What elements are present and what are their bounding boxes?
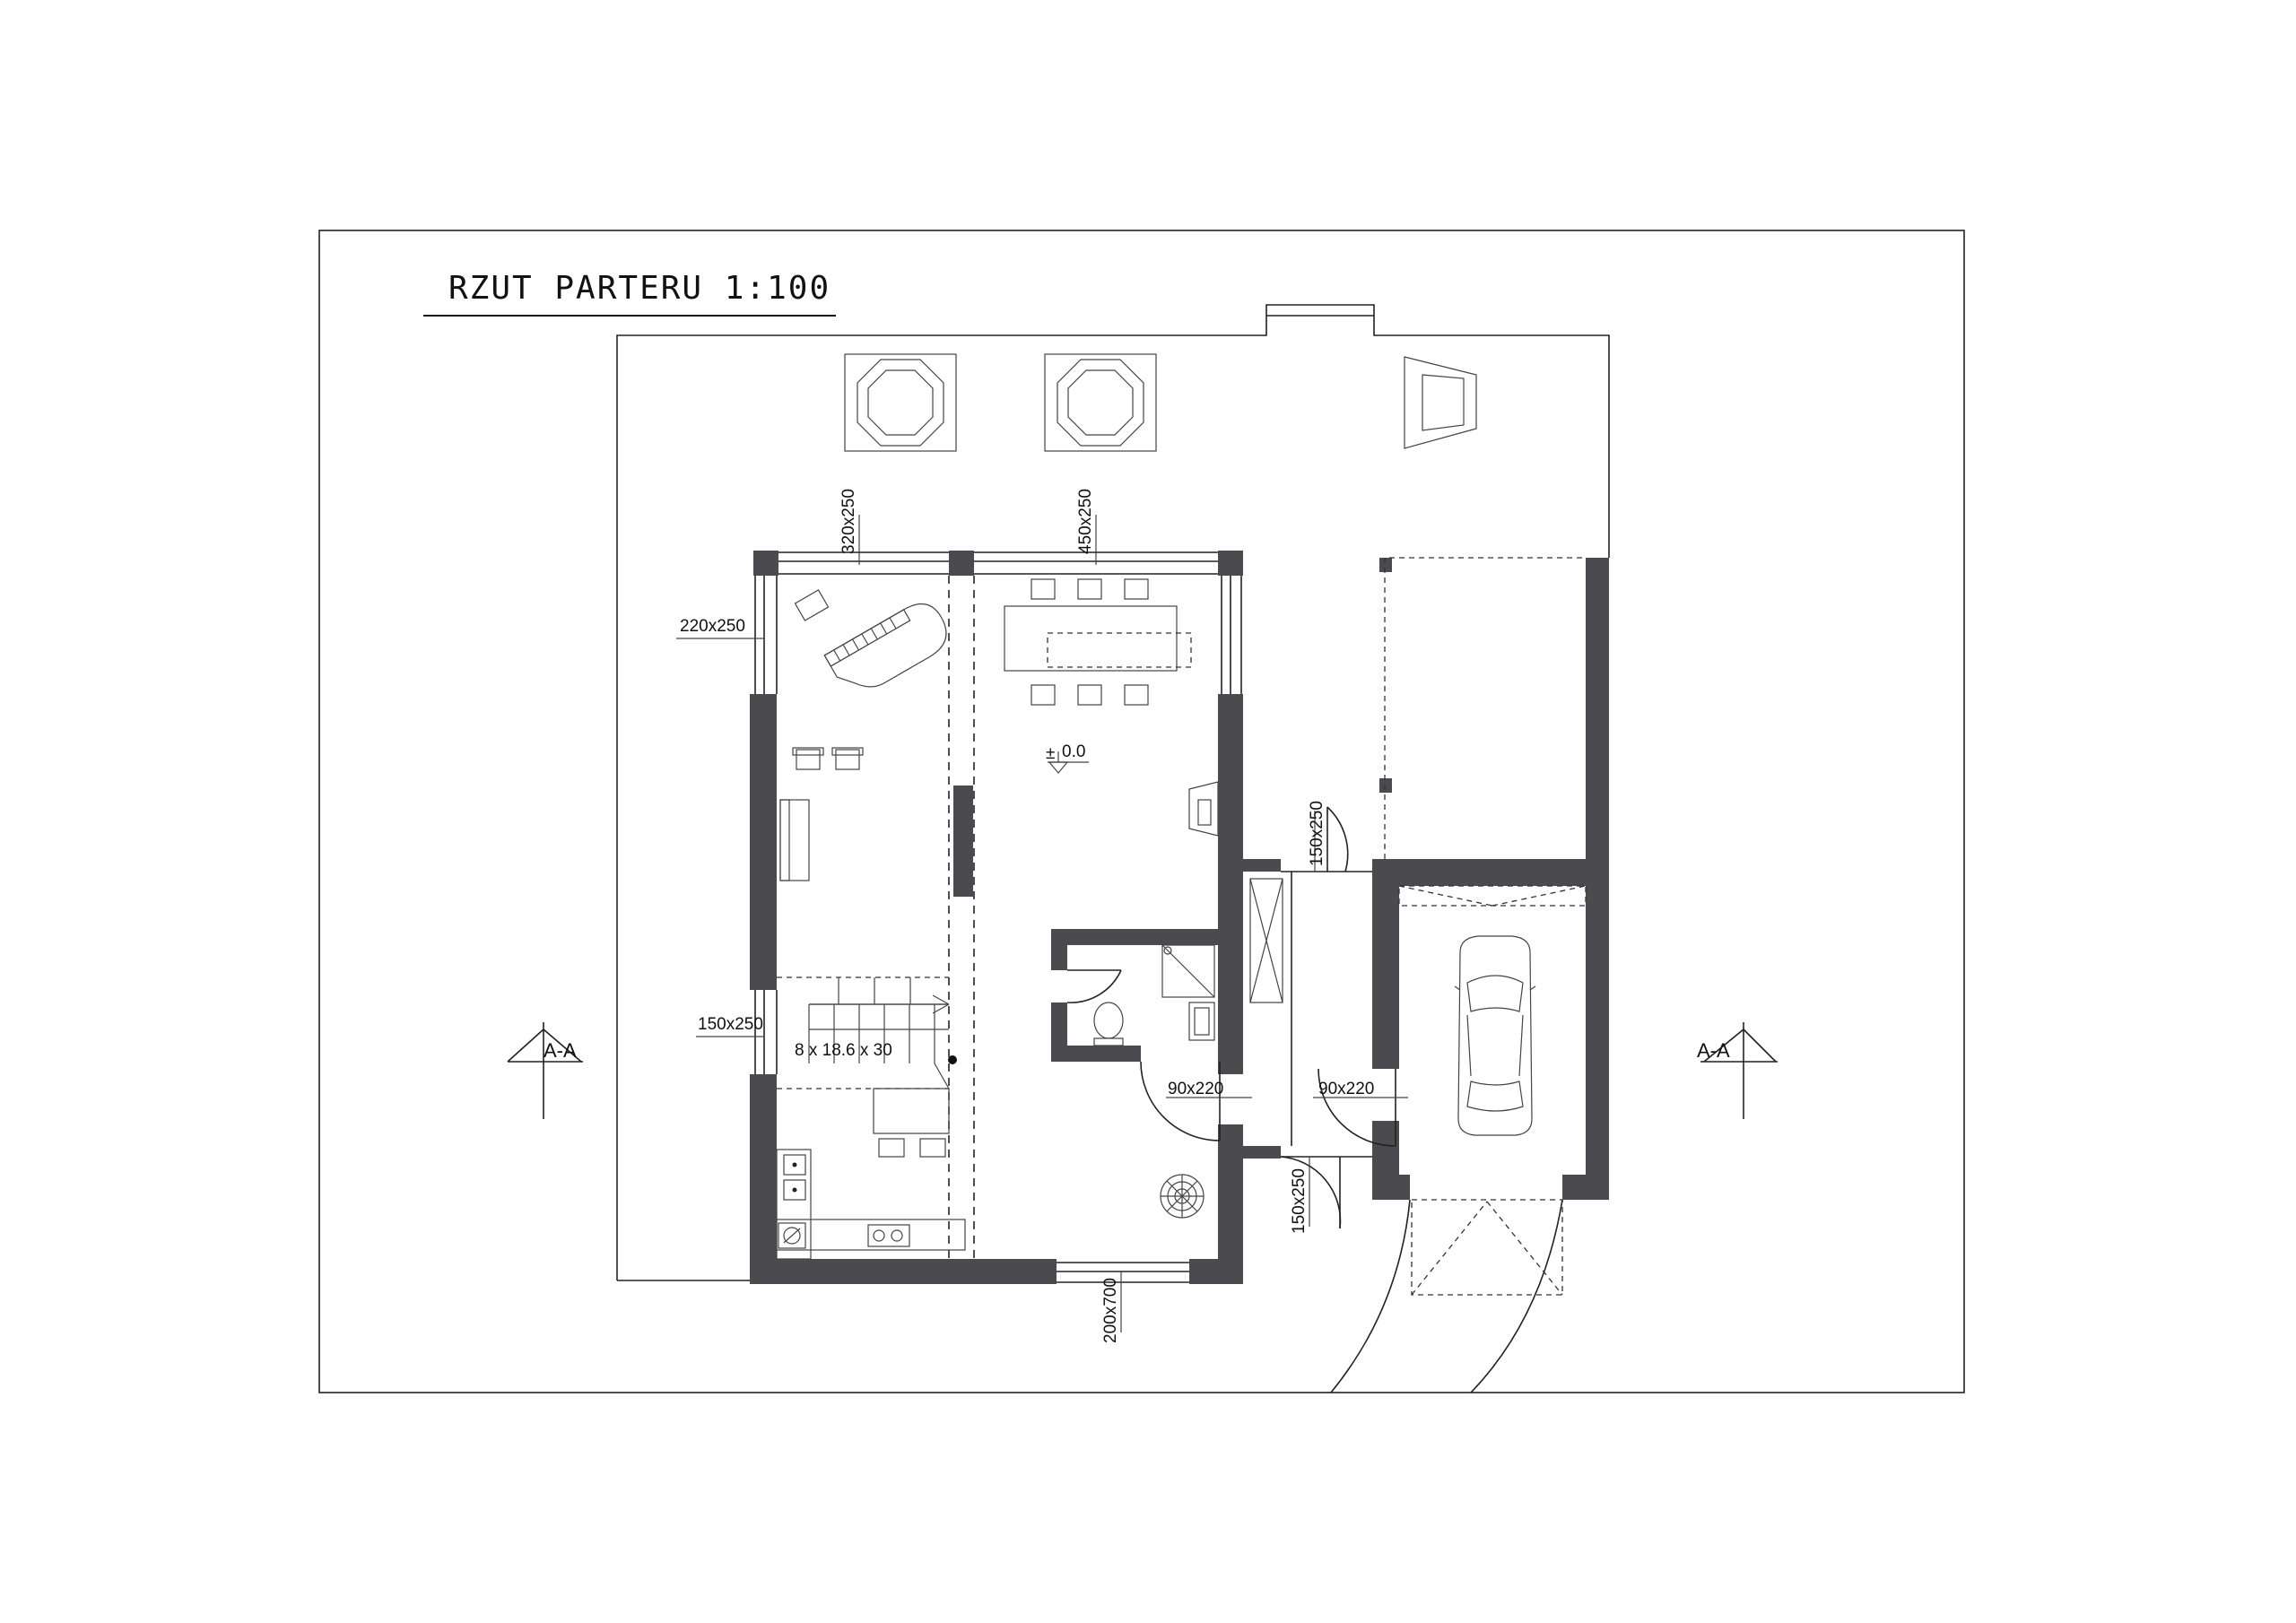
section-mark-east: A-A [1697, 1022, 1778, 1119]
opening-label-west-mid: 150x250 [698, 1015, 763, 1034]
octagon-planter-icon [844, 353, 957, 452]
opening-label-north-left: 320x250 [839, 489, 858, 554]
fridge-icon [778, 1222, 806, 1249]
driveway [1330, 1199, 1563, 1393]
opening-label-south-window: 200x700 [1101, 1278, 1120, 1343]
armchair-icon [831, 747, 864, 770]
octagon-planter-icon [1044, 353, 1157, 452]
walls [750, 551, 1609, 1284]
bath-door-swing [1140, 1061, 1221, 1141]
drawing-title: RZUT PARTERU 1:100 [448, 270, 831, 307]
toilet-icon [1093, 1002, 1124, 1046]
bathroom-door [1066, 969, 1122, 1003]
west-window-mid [754, 990, 778, 1074]
section-mark-west: A-A [507, 1022, 583, 1119]
plot-outline [616, 304, 1610, 1280]
opening-label-hall-north: 150x250 [1308, 801, 1326, 866]
garage-door-overhead [1398, 885, 1587, 907]
opening-label-hall-south: 150x250 [1290, 1168, 1309, 1234]
kitchen-counter [776, 1088, 966, 1260]
level-symbol: ± [1046, 744, 1055, 763]
garden-lamp-icon [1404, 356, 1477, 449]
level-value: 0.0 [1062, 742, 1085, 761]
south-window [1057, 1262, 1189, 1283]
opening-label-door-bath: 90x220 [1168, 1080, 1223, 1098]
shower-icon [1161, 944, 1215, 998]
carport-outline [1384, 557, 1586, 859]
wardrobe-icon [1249, 878, 1283, 1003]
staircase: 8 x 18.6 x 30 [777, 976, 957, 1089]
car-icon [1454, 935, 1536, 1136]
plant-icon [1160, 1174, 1205, 1219]
sink-icon [783, 1154, 806, 1201]
sink-icon [1188, 1002, 1215, 1041]
opening-label-north-right: 450x250 [1076, 489, 1095, 554]
sofa-icon [779, 799, 810, 881]
level-mark: ± 0.0 [1046, 742, 1089, 774]
hall-door-north [1326, 806, 1349, 872]
sheet-frame [318, 230, 1965, 1393]
east-window [1221, 576, 1242, 694]
grand-piano-icon [823, 603, 947, 688]
section-label-west: A-A [544, 1039, 577, 1062]
west-window-top [754, 576, 778, 694]
armchair-icon [792, 747, 824, 770]
opening-label-west-top: 220x250 [680, 617, 745, 636]
dimension-leaders [676, 515, 1408, 1332]
hall-door-south [1280, 1156, 1342, 1229]
section-label-east: A-A [1697, 1039, 1730, 1062]
garage-door-swing [1318, 1068, 1396, 1147]
stove-icon [867, 1224, 910, 1247]
stair-label: 8 x 18.6 x 30 [795, 1041, 892, 1060]
dining-table-icon [1004, 578, 1192, 706]
opening-label-door-garage: 90x220 [1318, 1080, 1374, 1098]
fireplace-icon [1188, 781, 1219, 837]
north-window-left [778, 551, 949, 575]
piano-stool-icon [794, 589, 830, 621]
